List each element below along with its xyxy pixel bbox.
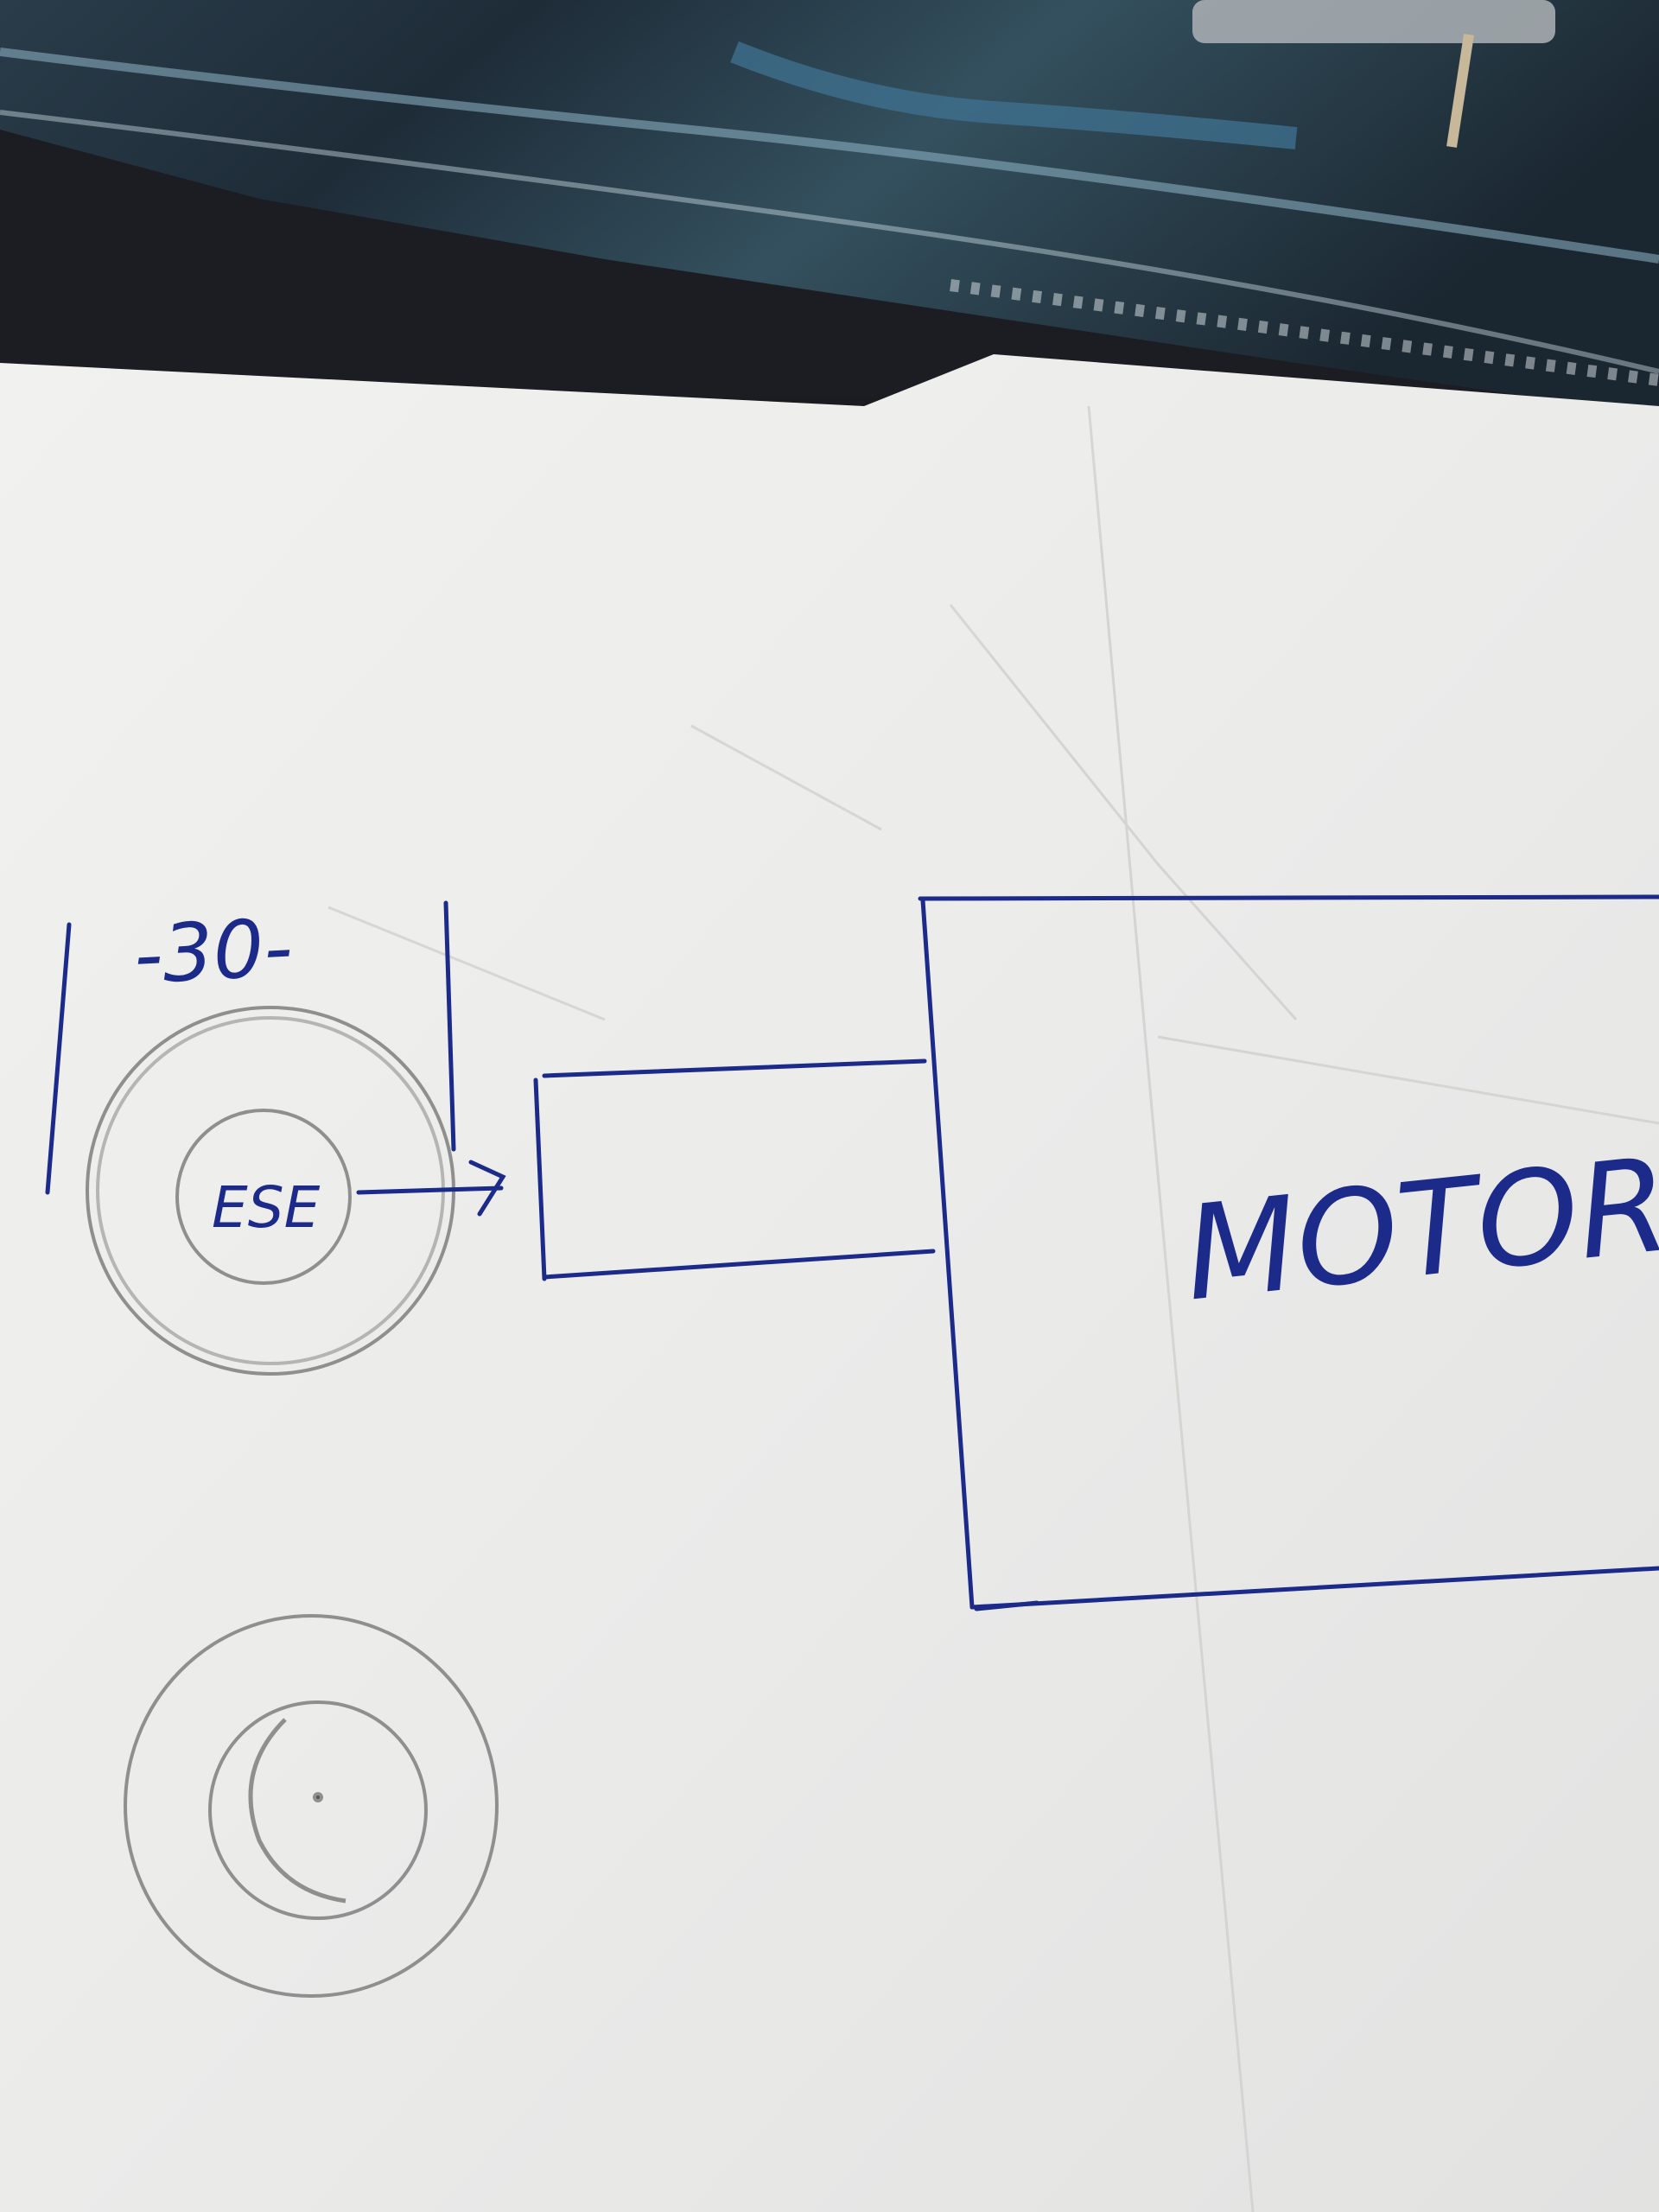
shaft-arrow <box>356 1160 506 1217</box>
pencil-washer-lower <box>124 1614 499 1998</box>
shaft-label: ESE <box>212 1174 321 1241</box>
dimension-label: -30- <box>131 901 295 1001</box>
paper-sheet <box>0 354 1659 2212</box>
plastic-bag <box>0 0 1659 415</box>
dimension-lines <box>45 900 456 1195</box>
motor-box <box>918 894 1659 1611</box>
paper-creases <box>327 405 1659 2212</box>
coupling-box <box>533 1058 936 1281</box>
